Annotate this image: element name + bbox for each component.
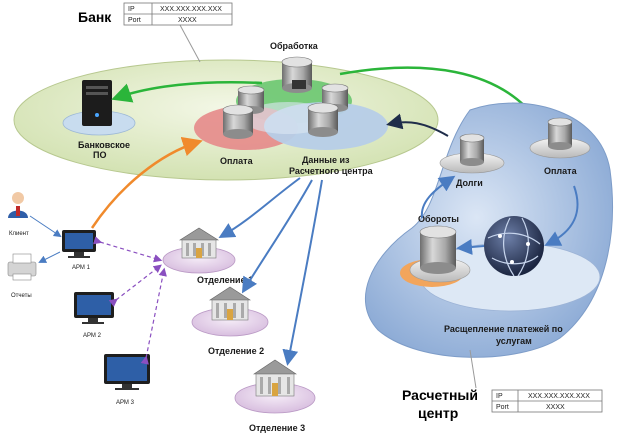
arrow-globe-to-turnover	[456, 239, 485, 255]
split-label-1: Расщепление платежей по	[444, 324, 563, 334]
arm1-label: АРМ 1	[72, 265, 91, 271]
center-port-value: XXXX	[546, 404, 565, 411]
bank-software-label-1: Банковское	[78, 140, 130, 150]
client-icon	[8, 192, 28, 218]
bank-ip-value: XXX.XXX.XXX.XXX	[160, 6, 222, 13]
branch1	[162, 227, 236, 274]
arrow-turnover-to-debts	[420, 175, 456, 219]
center-payment-label: Оплата	[544, 166, 578, 176]
branch3	[234, 359, 316, 414]
orange-arrow-arm1-to-payment	[90, 136, 203, 229]
center-title-2: центр	[418, 405, 458, 421]
center-data-database-icon	[307, 102, 339, 137]
center-payment-database-icon	[547, 117, 573, 150]
arrow-data-to-branch2	[241, 179, 313, 294]
center-port-label: Port	[496, 404, 509, 411]
server-icon	[82, 80, 112, 126]
center-ip-label: IP	[496, 393, 503, 400]
center-table-connector	[469, 349, 477, 389]
arm-branch-links	[93, 236, 167, 365]
arm1-to-branch1-link	[93, 236, 163, 263]
branch2	[191, 286, 269, 337]
bank-port-value: XXXX	[178, 17, 197, 24]
center-ip-value: XXX.XXX.XXX.XXX	[528, 393, 590, 400]
arm2-label: АРМ 2	[83, 333, 102, 339]
bank-title: Банк	[78, 9, 112, 25]
arm3-to-branch1-link	[140, 267, 167, 365]
bank-port-label: Port	[128, 17, 141, 24]
center-title-1: Расчетный	[402, 387, 478, 403]
branch2-label: Отделение 2	[208, 346, 264, 356]
bank-building-icon	[178, 227, 220, 259]
processing-database-icon	[281, 56, 313, 93]
bank-ip-table: IP XXX.XXX.XXX.XXX Port XXXX	[123, 2, 233, 26]
center-data-label-2: Расчетного центра	[289, 166, 374, 176]
reports-label: Отчеты	[11, 293, 32, 299]
payment-database-icon	[222, 104, 254, 139]
bank-table-connector	[179, 24, 201, 63]
debts-label: Долги	[456, 178, 483, 188]
arrow-data-to-branch1	[218, 177, 301, 238]
center-data-label-1: Данные из	[302, 155, 350, 165]
processing-label: Обработка	[270, 41, 319, 51]
turnover-database-icon	[419, 225, 457, 274]
arrow-debts-to-bank	[386, 113, 449, 137]
branch1-label: Отделение 1	[197, 275, 253, 285]
bank-building-icon	[208, 286, 252, 321]
debts-database-icon	[459, 133, 485, 166]
split-label-2: услугам	[496, 336, 532, 346]
center-ip-table: IP XXX.XXX.XXX.XXX Port XXXX	[491, 389, 603, 413]
turnover-label: Обороты	[418, 214, 459, 224]
arm1-to-printer-arrow	[38, 251, 61, 263]
arrow-payment-to-globe	[544, 185, 579, 246]
arm2-monitor-icon	[74, 292, 114, 324]
bank-ip-label: IP	[128, 6, 135, 13]
payment-label: Оплата	[220, 156, 254, 166]
bank-building-icon	[253, 359, 297, 397]
client-to-arm1-arrow	[29, 215, 62, 238]
arrow-data-to-branch3	[282, 179, 323, 366]
green-arrow-to-bank-software	[111, 80, 263, 103]
bank-software-label-2: ПО	[93, 150, 106, 160]
arm2-to-branch1-link	[108, 264, 162, 307]
client-label: Клиент	[9, 231, 29, 237]
arm1-monitor-icon	[62, 230, 96, 258]
globe-icon	[484, 216, 544, 277]
printer-icon	[7, 253, 37, 281]
branch3-label: Отделение 3	[249, 423, 305, 433]
arm3-monitor-icon	[104, 354, 150, 390]
arm3-label: АРМ 3	[116, 400, 135, 406]
